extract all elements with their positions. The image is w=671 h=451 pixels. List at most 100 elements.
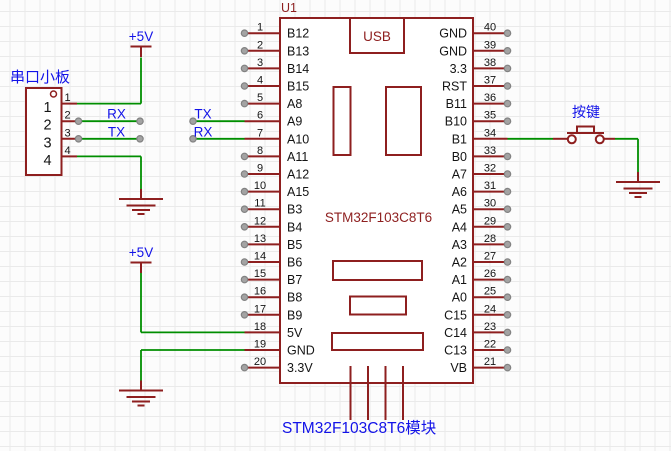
mcu-pin-name: GND bbox=[439, 44, 467, 58]
mcu-pin-number: 28 bbox=[484, 233, 496, 245]
pin-pad bbox=[503, 187, 512, 196]
mcu-pin-name: B7 bbox=[287, 273, 302, 287]
serial-board-title: 串口小板 bbox=[10, 68, 70, 86]
mcu-pin-number: 32 bbox=[484, 163, 496, 175]
mcu-pin-name: B9 bbox=[287, 308, 302, 322]
mcu-pin-name: B4 bbox=[287, 220, 302, 234]
connector-inner-pin-number: 3 bbox=[43, 135, 51, 151]
pin-pad bbox=[503, 240, 512, 249]
mcu-pin-name: B1 bbox=[452, 132, 467, 146]
push-button[interactable]: 按键 bbox=[553, 104, 615, 145]
usb-connector-box bbox=[349, 17, 405, 54]
mcu-pin-name: B15 bbox=[287, 80, 309, 94]
mcu-pin-number: 33 bbox=[484, 145, 496, 157]
mcu-pin-number: 26 bbox=[484, 268, 496, 280]
mcu-module-label: STM32F103C8T6模块 bbox=[282, 419, 436, 437]
mcu-pin-name: A8 bbox=[287, 97, 302, 111]
mcu-pin-number: 8 bbox=[257, 145, 263, 157]
pin-pad bbox=[503, 310, 512, 319]
mcu-pin-number: 18 bbox=[254, 321, 266, 333]
vcc-symbol-top[interactable]: +5V bbox=[129, 29, 153, 57]
ground-symbol-serial[interactable] bbox=[119, 189, 163, 215]
silkscreen-rect-3 bbox=[332, 260, 423, 281]
ground-symbol-button[interactable] bbox=[616, 172, 660, 198]
mcu-pin-number: 12 bbox=[254, 215, 266, 227]
mcu-pin-name: B3 bbox=[287, 203, 302, 217]
mcu-pin-name: GND bbox=[439, 27, 467, 41]
pin-pad bbox=[74, 135, 83, 143]
pin-pad bbox=[240, 293, 249, 302]
mcu-pin-name: C15 bbox=[444, 308, 467, 322]
net-label-tx-mcu[interactable]: TX bbox=[194, 107, 211, 122]
ground-symbol-bottom[interactable] bbox=[119, 380, 163, 407]
mcu-pin-name: A6 bbox=[452, 185, 467, 199]
pin-pad bbox=[136, 117, 144, 126]
mcu-pin-number: 31 bbox=[484, 180, 496, 192]
mcu-pin-name: A10 bbox=[287, 132, 309, 146]
pin-pad bbox=[136, 135, 144, 143]
connector-pin-number: 2 bbox=[64, 110, 70, 122]
pin-pad bbox=[503, 363, 512, 372]
vcc-symbol-bottom[interactable]: +5V bbox=[129, 245, 153, 273]
pin-pad bbox=[240, 170, 249, 178]
mcu-pin-number: 35 bbox=[484, 110, 496, 122]
button-terminal-left bbox=[566, 134, 577, 145]
mcu-pin-number: 29 bbox=[484, 215, 496, 227]
mcu-pin-number: 10 bbox=[254, 180, 266, 192]
mcu-pin-name: C13 bbox=[444, 344, 467, 358]
pin-pad bbox=[503, 258, 512, 266]
pin-pad bbox=[503, 293, 512, 302]
connector-inner-pin-number: 2 bbox=[43, 118, 51, 134]
pin-pad bbox=[240, 46, 249, 55]
pin-pad bbox=[240, 82, 249, 90]
mcu-pin-number: 20 bbox=[254, 356, 266, 368]
pin-pad bbox=[503, 275, 512, 284]
pin-pad bbox=[240, 152, 249, 161]
mcu-pin-name: A3 bbox=[452, 238, 467, 252]
silkscreen-rect-1 bbox=[332, 86, 352, 156]
mcu-pin-name: GND bbox=[287, 344, 315, 358]
pin-pad bbox=[503, 328, 512, 337]
mcu-pin-number: 36 bbox=[484, 92, 496, 104]
mcu-pin-number: 30 bbox=[484, 198, 496, 210]
mcu-pin-name: RST bbox=[442, 80, 467, 94]
connector-pin-number: 4 bbox=[64, 145, 70, 157]
pin-pad bbox=[240, 223, 249, 231]
vcc-label: +5V bbox=[129, 245, 153, 260]
push-button-label: 按键 bbox=[572, 104, 600, 120]
mcu-pin-number: 4 bbox=[257, 75, 263, 87]
pin-pad bbox=[503, 152, 512, 161]
mcu-body[interactable] bbox=[279, 17, 474, 384]
mcu-pin-name: A2 bbox=[452, 256, 467, 270]
mcu-pin-number: 39 bbox=[484, 39, 496, 51]
usb-label: USB bbox=[363, 29, 391, 44]
mcu-pin-name: B13 bbox=[287, 44, 309, 58]
mcu-pin-name: 5V bbox=[287, 326, 303, 340]
pin-pad bbox=[189, 135, 197, 143]
pin-pad bbox=[240, 310, 249, 319]
net-label-rx-serial[interactable]: RX bbox=[107, 107, 126, 122]
button-cap bbox=[576, 125, 595, 133]
net-label-rx-mcu[interactable]: RX bbox=[194, 124, 213, 139]
serial-board-body[interactable] bbox=[25, 87, 63, 176]
mcu-pin-number: 9 bbox=[257, 163, 263, 175]
pin-pad bbox=[503, 64, 512, 73]
mcu-pin-number: 7 bbox=[257, 127, 263, 139]
mcu-pin-name: A4 bbox=[452, 220, 467, 234]
pin-pad bbox=[240, 363, 249, 372]
mcu-pin-number: 34 bbox=[484, 127, 496, 139]
pin-pad bbox=[503, 46, 512, 55]
mcu-pin-name: 3.3V bbox=[287, 361, 313, 375]
mcu-pin-name: A15 bbox=[287, 185, 309, 199]
mcu-pin-number: 2 bbox=[257, 39, 263, 51]
pin-pad bbox=[503, 346, 512, 354]
mcu-pin-number: 37 bbox=[484, 75, 496, 87]
silkscreen-rect-2 bbox=[385, 86, 422, 156]
net-label-tx-serial[interactable]: TX bbox=[108, 124, 125, 139]
pin-pad bbox=[503, 29, 512, 38]
mcu-pin-name: B6 bbox=[287, 256, 302, 270]
